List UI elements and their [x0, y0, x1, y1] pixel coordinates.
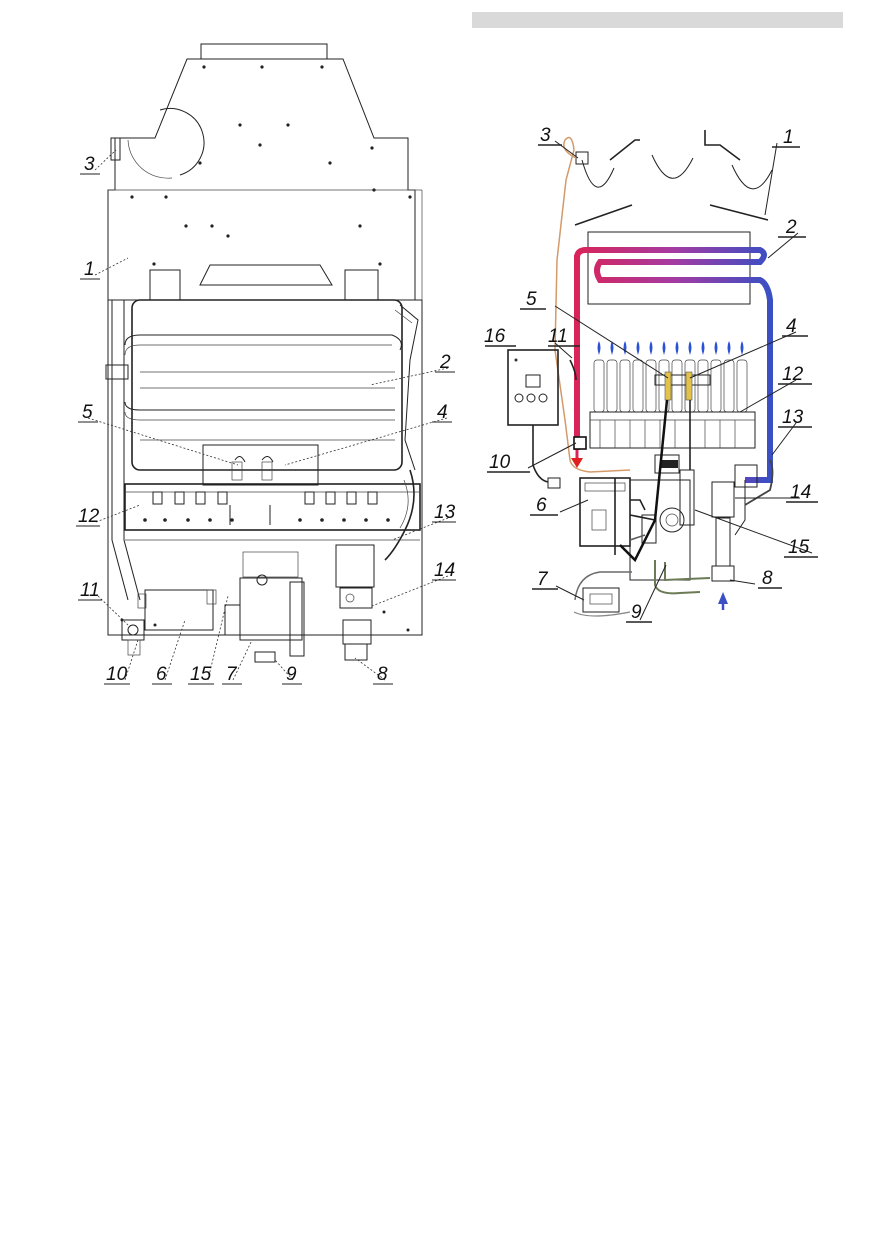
- gas-valve-assembly: [629, 479, 691, 581]
- overheat-thermostat: [573, 436, 587, 450]
- right-label-11: 11: [548, 326, 568, 347]
- hot-outlet-arrow: [571, 458, 583, 468]
- flue-outlet: [200, 43, 328, 60]
- right-label-14: 14: [790, 482, 811, 503]
- right-label-2: 2: [785, 217, 797, 238]
- water-circuit: [574, 247, 773, 483]
- left-label-4: 4: [437, 402, 448, 423]
- left-label-11: 11: [80, 580, 100, 601]
- right-label-13: 13: [782, 407, 804, 428]
- heat-exchanger-frame: [587, 231, 751, 305]
- right-label-5: 5: [526, 289, 537, 310]
- flame-sensor-electrode: [685, 371, 693, 401]
- left-label-12: 12: [78, 506, 100, 527]
- right-label-3: 3: [540, 125, 551, 146]
- electrode-cover: [202, 444, 319, 486]
- heat-exchanger: [131, 299, 403, 471]
- cold-inlet-arrow: [718, 592, 728, 604]
- burner-manifold: [589, 411, 756, 449]
- left-label-7: 7: [226, 664, 238, 685]
- water-valve: [711, 481, 735, 518]
- left-label-13: 13: [434, 502, 456, 523]
- battery-holder: [582, 587, 620, 613]
- ignition-electrode: [664, 371, 672, 401]
- right-label-12: 12: [782, 364, 804, 385]
- water-valve: [335, 544, 375, 588]
- left-label-14: 14: [434, 560, 455, 581]
- left-label-1: 1: [84, 259, 95, 280]
- right-label-4: 4: [786, 316, 797, 337]
- gas-valve: [239, 577, 303, 641]
- left-label-10: 10: [106, 664, 128, 685]
- left-label-9: 9: [286, 664, 297, 685]
- right-diagram: 3 1 2 5 4 16 11 12 13 10 14 6 15 7 8 9: [484, 125, 818, 623]
- control-unit: [579, 477, 631, 547]
- right-label-10: 10: [489, 452, 511, 473]
- right-label-6: 6: [536, 495, 547, 516]
- left-diagram: 3 1 2 4 5 12 13 14 11 10 6 15 7 9 8: [76, 43, 456, 685]
- right-label-15: 15: [788, 537, 810, 558]
- right-label-7: 7: [537, 569, 549, 590]
- left-label-2: 2: [439, 352, 451, 373]
- left-label-3: 3: [84, 154, 95, 175]
- connector: [547, 477, 561, 489]
- burner: [124, 483, 421, 531]
- right-label-9: 9: [631, 602, 642, 623]
- right-label-16: 16: [484, 326, 506, 347]
- battery-box: [144, 589, 214, 631]
- left-label-8: 8: [377, 664, 388, 685]
- left-label-15: 15: [190, 664, 212, 685]
- left-label-5: 5: [82, 402, 93, 423]
- left-label-6: 6: [156, 664, 167, 685]
- header-bar: [472, 12, 843, 28]
- right-label-8: 8: [762, 568, 773, 589]
- right-label-1: 1: [783, 127, 794, 148]
